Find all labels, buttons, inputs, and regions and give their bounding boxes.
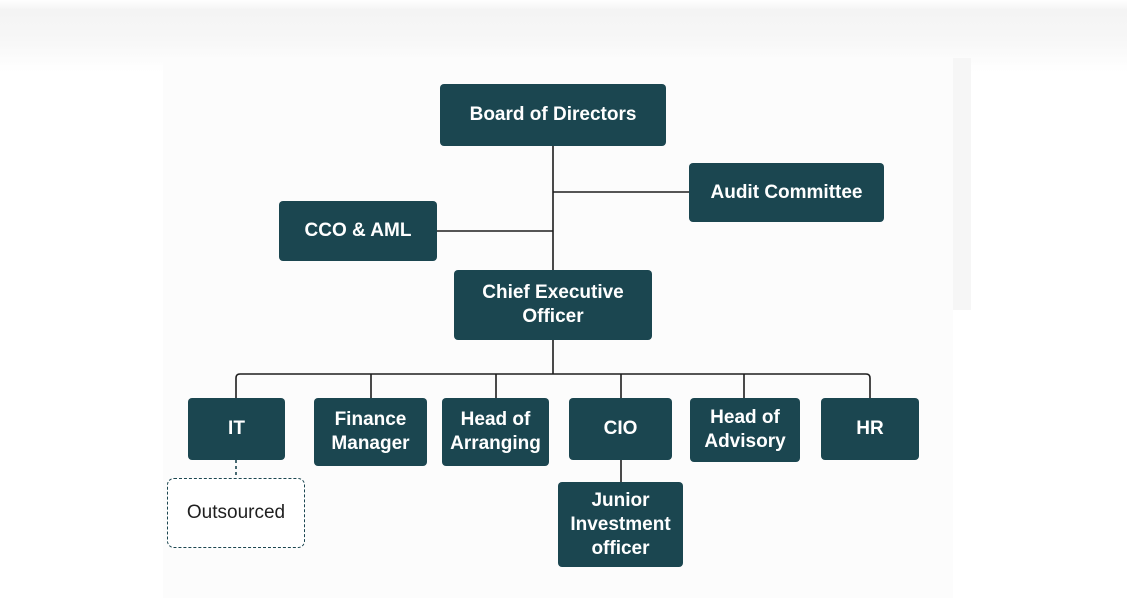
chief-executive-officer-node: Chief Executive Officer <box>454 270 652 340</box>
outsourced-label: Outsourced <box>186 502 286 523</box>
junior-investment-officer-node: Junior Investment officer <box>558 482 683 567</box>
finance-label: Finance Manager <box>331 409 410 454</box>
it-node: IT <box>188 398 285 460</box>
junior-label: Junior Investment officer <box>570 489 671 559</box>
cio-node: CIO <box>569 398 672 460</box>
department-bus <box>235 373 871 398</box>
cco-aml-node: CCO & AML <box>279 201 437 261</box>
audit-label: Audit Committee <box>710 181 863 203</box>
head-of-advisory-node: Head of Advisory <box>690 398 800 462</box>
cco-label: CCO & AML <box>304 220 412 241</box>
cio-label: CIO <box>603 418 638 439</box>
board-of-directors-node: Board of Directors <box>440 84 666 146</box>
finance-manager-node: Finance Manager <box>314 398 427 466</box>
ceo-label: Chief Executive Officer <box>482 282 624 327</box>
side-panel <box>953 58 971 310</box>
advisory-label: Head of Advisory <box>704 407 786 452</box>
it-label: IT <box>228 418 245 439</box>
hr-label: HR <box>856 418 884 439</box>
outsourced-node: Outsourced <box>167 478 305 548</box>
head-of-arranging-node: Head of Arranging <box>442 398 549 466</box>
arranging-label: Head of Arranging <box>450 409 541 454</box>
audit-committee-node: Audit Committee <box>689 163 884 222</box>
hr-node: HR <box>821 398 919 460</box>
board-label: Board of Directors <box>469 104 637 125</box>
